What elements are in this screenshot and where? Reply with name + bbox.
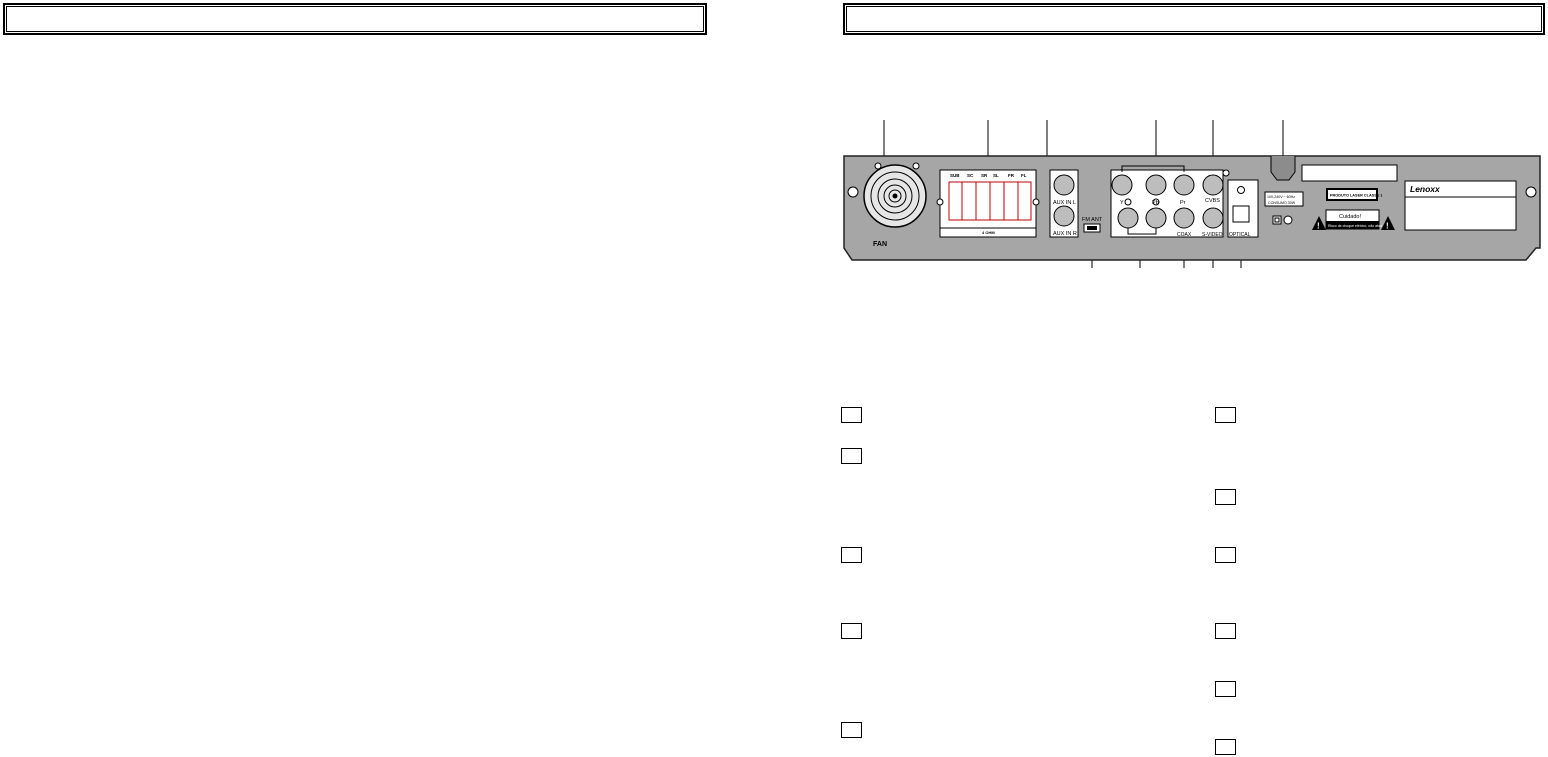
laser-product-text: PRODUTO LASER CLASSE 1 [1330,194,1382,198]
item-number-box-right-5 [1215,681,1236,697]
optical-label: OPTICAL [1229,232,1251,238]
cvbs-jack [1202,174,1224,196]
aux-in-l-label: AUX IN L [1053,200,1076,206]
item-number-box-left-3 [841,547,862,563]
item-number-box-right-1 [1215,407,1236,423]
ground-symbol [1283,215,1293,225]
coax-label: COAX [1177,232,1192,238]
double-insulation-symbol [1272,215,1282,225]
caution-title: Cuidado! [1339,214,1361,220]
pb-jack [1145,174,1167,196]
svg-text:FL: FL [1021,173,1027,178]
svg-text:SR: SR [981,173,988,178]
pb-label: Pb [1152,200,1159,206]
svg-text:FR: FR [1008,173,1015,178]
pr-label: Pr [1180,200,1186,206]
s-video-label: S-VIDEO [1202,232,1223,238]
item-number-box-right-3 [1215,547,1236,563]
pr-jack [1173,174,1195,196]
right-page-header-box [843,3,1545,35]
cvbs-label: CVBS [1205,198,1220,204]
fan-grille [863,162,927,228]
svg-text:SL: SL [993,173,999,178]
aux-in-l-jack [1053,174,1075,196]
caution-text: Risco de choque elétrico, não abra [1328,224,1382,228]
left-page-header-box [3,3,707,35]
speaker-ohm-label: 4 OHM [982,230,995,235]
power-consumption-text: CONSUMO 30W [1268,201,1296,205]
speaker-terminal-block [939,169,1037,238]
brand-plate [1404,180,1517,231]
item-number-box-right-4 [1215,623,1236,639]
s-video-jack [1202,207,1224,229]
speaker-terminal-grid [948,181,1032,221]
svg-text:SC: SC [967,173,974,178]
speaker-labels: SUB SC SR SL FR FL [950,173,1027,178]
y-bottom-jack [1117,207,1139,229]
item-number-box-right-2 [1215,489,1236,505]
coax-jack [1173,207,1195,229]
aux-in-r-label: AUX IN R [1053,231,1077,237]
y-jack [1111,174,1133,196]
svg-text:!: ! [1317,222,1320,231]
optical-port [1232,205,1250,223]
rear-panel-diagram: FAN SUB SC SR SL FR FL 4 OHM AUX IN L AU… [843,120,1541,268]
power-rating-text: 100-240V ~ 60Hz [1267,195,1295,199]
warning-triangle-right-icon [1381,216,1395,230]
brand-logo: Lenoxx [1410,184,1441,194]
aux-in-r-jack [1053,205,1075,227]
item-number-box-left-1 [841,407,862,423]
svg-text:!: ! [1386,222,1389,231]
svg-text:SUB: SUB [950,173,960,178]
warning-triangle-left-icon [1312,216,1326,230]
item-number-box-right-6 [1215,739,1236,755]
item-number-box-left-5 [841,722,862,738]
y-label: Y [1120,200,1124,206]
pb-bottom-jack [1145,207,1167,229]
power-cord-housing [1270,156,1296,181]
blank-label-area [1301,164,1398,182]
fan-label: FAN [873,241,887,248]
item-number-box-left-4 [841,623,862,639]
fm-ant-label: FM ANT [1082,217,1103,223]
item-number-box-left-2 [841,448,862,464]
power-rating-label-box [1264,191,1304,207]
